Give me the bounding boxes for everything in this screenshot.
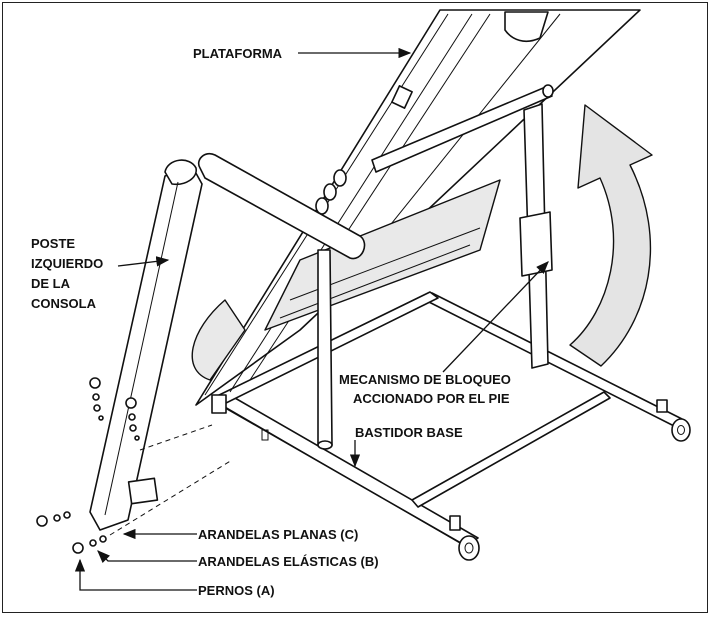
- label-arandelas-elasticas: ARANDELAS ELÁSTICAS (B): [198, 554, 379, 569]
- label-poste-2: IZQUIERDO: [31, 256, 103, 271]
- rear-support: [371, 84, 554, 369]
- label-poste-3: DE LA: [31, 276, 71, 291]
- hardware: [36, 377, 233, 554]
- label-pernos: PERNOS (A): [198, 583, 275, 598]
- label-poste-4: CONSOLA: [31, 296, 97, 311]
- console-handlebar: [197, 152, 366, 450]
- label-poste-1: POSTE: [31, 236, 75, 251]
- leader-lines: [74, 47, 549, 591]
- curved-up-arrow-icon: [569, 104, 653, 367]
- label-mecanismo-2: ACCIONADO POR EL PIE: [353, 391, 510, 406]
- label-plataforma: PLATAFORMA: [193, 46, 283, 61]
- label-mecanismo-1: MECANISMO DE BLOQUEO: [339, 372, 511, 387]
- label-arandelas-planas: ARANDELAS PLANAS (C): [198, 527, 358, 542]
- left-console-post: [89, 159, 203, 531]
- label-bastidor-base: BASTIDOR BASE: [355, 425, 463, 440]
